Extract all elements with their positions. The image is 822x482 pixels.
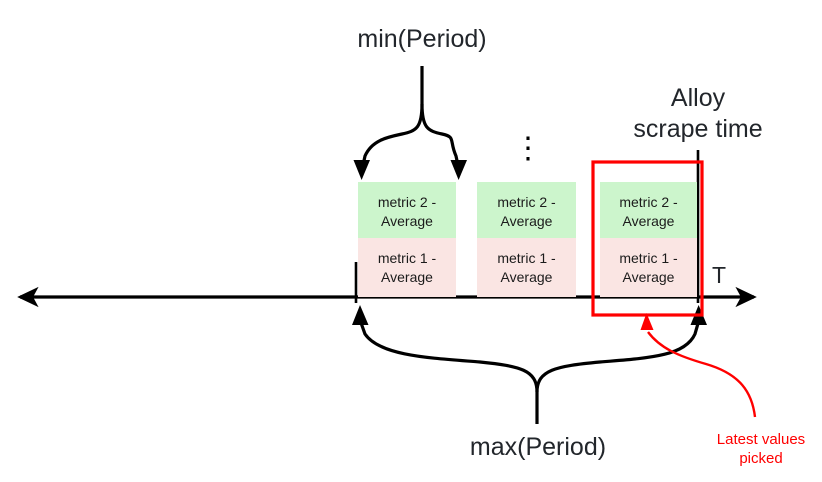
period-1-metric-1-box: metric 1 - Average bbox=[358, 238, 456, 297]
max-period-label: max(Period) bbox=[469, 433, 607, 461]
alloy-scrape-time-label: Alloy scrape time bbox=[633, 84, 763, 143]
period-2-metric-2-box: metric 2 - Average bbox=[477, 182, 576, 238]
latest-values-picked-note: Latest values picked bbox=[716, 431, 806, 467]
min-period-arrowheads bbox=[353, 160, 467, 180]
period-3-metric-2-label: metric 2 - Average bbox=[619, 194, 678, 229]
period-1-metric-2-label: metric 2 - Average bbox=[377, 194, 437, 229]
period-3-metric-1-box: metric 1 - Average bbox=[600, 238, 697, 297]
latest-values-arrow bbox=[647, 331, 757, 418]
max-period-brace bbox=[358, 319, 701, 424]
time-axis-label: T bbox=[711, 262, 727, 288]
ellipsis-icon: ⋮ bbox=[513, 132, 543, 165]
axis-tick-marks bbox=[354, 150, 700, 303]
latest-values-arrowhead bbox=[640, 313, 654, 330]
period-2-metric-1-label: metric 1 - Average bbox=[497, 250, 556, 285]
period-2-metric-2-label: metric 2 - Average bbox=[497, 194, 556, 229]
min-period-brace bbox=[360, 66, 461, 171]
min-period-label: min(Period) bbox=[357, 25, 487, 53]
period-2-metric-1-box: metric 1 - Average bbox=[477, 238, 576, 297]
period-3-metric-1-label: metric 1 - Average bbox=[619, 250, 678, 285]
period-1-metric-2-box: metric 2 - Average bbox=[358, 182, 456, 238]
latest-period-highlight bbox=[591, 160, 704, 317]
period-3-metric-2-box: metric 2 - Average bbox=[600, 182, 697, 238]
period-1-metric-1-label: metric 1 - Average bbox=[377, 250, 437, 285]
